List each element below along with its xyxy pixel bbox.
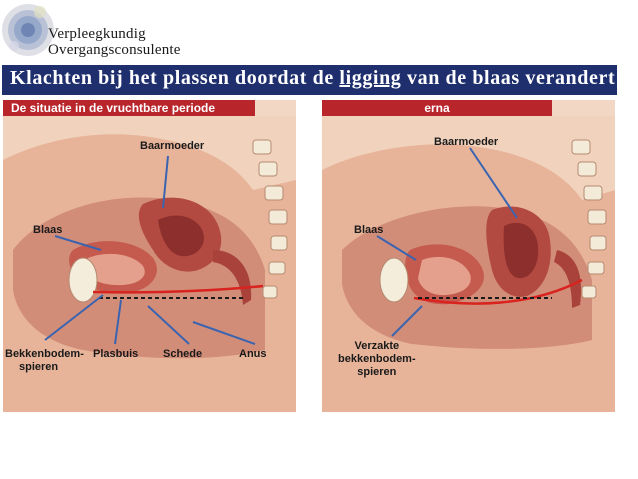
left-panel-header: De situatie in de vruchtbare periode — [3, 100, 255, 116]
label-blaas: Blaas — [33, 224, 63, 236]
label-bekkenbodem-line-1: Bekkenbodem- — [5, 348, 84, 360]
label-anus: Anus — [239, 348, 267, 360]
title-banner: Klachten bij het plassen doordat de ligg… — [2, 65, 617, 95]
label-baarmoeder: Baarmoeder — [140, 140, 205, 152]
label-blaas-erna: Blaas — [354, 224, 384, 236]
label-plasbuis: Plasbuis — [93, 348, 139, 360]
page-title: Klachten bij het plassen doordat de ligg… — [10, 67, 615, 90]
right-panel-header: erna — [322, 100, 552, 116]
label-bekkenbodem-line-2: spieren — [19, 361, 59, 373]
title-part-1: Klachten bij het plassen doordat de — [10, 67, 340, 89]
label-baarmoeder-erna: Baarmoeder — [434, 136, 499, 148]
brand-line-2: Overgangsconsulente — [48, 42, 181, 58]
label-verzakte-line-1: Verzakte — [354, 340, 400, 352]
brand-name: Verpleegkundig Overgangsconsulente — [48, 26, 181, 58]
label-verzakte-line-2: bekkenbodem- — [338, 353, 416, 365]
label-schede: Schede — [163, 348, 203, 360]
anatomy-before-illustration — [3, 116, 296, 412]
title-underlined-word: ligging — [339, 67, 402, 89]
brand-line-1: Verpleegkundig — [48, 26, 146, 42]
label-bekkenbodemspieren: Bekkenbodem- spieren — [5, 348, 84, 374]
anatomy-after-illustration — [322, 116, 615, 412]
left-illustration-panel: De situatie in de vruchtbare periode — [3, 100, 296, 412]
title-part-2: van de blaas verandert — [401, 67, 616, 89]
label-verzakte-bekkenbodemspieren: Verzakte bekkenbodem- spieren — [338, 340, 416, 379]
logo-icon — [2, 4, 54, 56]
label-verzakte-line-3: spieren — [357, 366, 397, 378]
right-illustration-panel: erna Baarmoeder Blaas Verzak — [322, 100, 615, 412]
